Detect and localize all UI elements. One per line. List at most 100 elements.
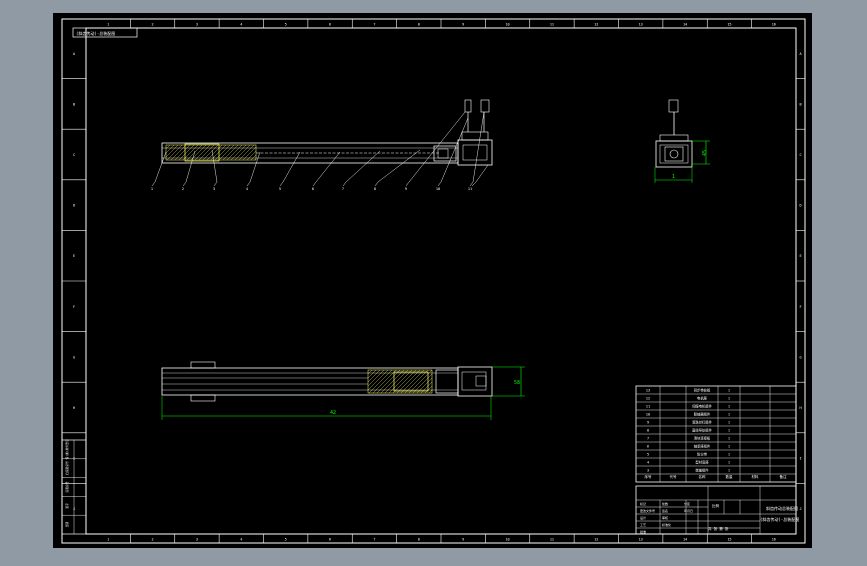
bottom-zone-mark: 12 xyxy=(594,538,598,542)
bottom-zone-mark: 2 xyxy=(152,538,154,542)
top-zone-mark: 12 xyxy=(594,23,598,27)
hatch-line xyxy=(372,369,397,394)
title-approval-label: 批准 xyxy=(640,529,646,534)
left-strip-label: 签字 xyxy=(65,503,69,509)
bottom-zone-mark: 13 xyxy=(639,538,643,542)
balloon-label: 8 xyxy=(374,187,376,191)
corner-tag-box xyxy=(72,27,138,38)
right-zone-mark: B xyxy=(799,102,801,106)
hatch-line xyxy=(194,144,211,161)
balloon-label: 7 xyxy=(342,187,344,191)
hatch-line xyxy=(254,158,257,161)
hatch-line xyxy=(428,389,433,394)
right-zone-mark: F xyxy=(799,305,801,309)
balloon-label: 6 xyxy=(312,187,314,191)
hatch-line xyxy=(165,144,179,158)
left-zone-mark: H xyxy=(73,406,75,410)
hatch-line xyxy=(376,369,401,394)
left-zone-mark: A xyxy=(73,52,76,56)
leader-line xyxy=(342,150,381,187)
parts-row-number: 8 xyxy=(647,429,649,433)
parts-row-name: 伺服电机组件 xyxy=(692,404,712,409)
parts-row-name: 滚珠丝杠组件 xyxy=(692,420,712,425)
hatch-line xyxy=(380,369,405,394)
left-zone-mark: G xyxy=(73,355,75,359)
title-approval-label: 审核 xyxy=(662,515,668,520)
title-sheet-label: 共 张 第 张 xyxy=(708,526,729,531)
parts-list-grid xyxy=(636,386,796,482)
top-zone-mark: 2 xyxy=(152,23,154,27)
parts-row-number: 11 xyxy=(646,405,650,409)
parts-header-cell: 序号 xyxy=(645,474,653,479)
leader-line xyxy=(246,151,261,187)
parts-header-cell: 材料 xyxy=(752,474,760,479)
hatch-line xyxy=(178,144,195,161)
top-zone-mark: 1 xyxy=(107,23,109,27)
leader-line xyxy=(211,149,218,187)
leader-line xyxy=(151,151,167,187)
top-zone-mark: 4 xyxy=(240,23,242,27)
left-strip-label: 借(通)用件登记 xyxy=(65,439,69,459)
right-zone-mark: G xyxy=(799,355,801,359)
plan-view[interactable]: 42 58 xyxy=(161,361,525,420)
parts-row-qty: 1 xyxy=(728,461,730,465)
balloon-label: 2 xyxy=(182,187,184,191)
bottom-zone-mark: 16 xyxy=(772,538,776,542)
parts-row-number: 5 xyxy=(647,453,649,457)
leader-line xyxy=(469,111,485,187)
right-zone-mark: A xyxy=(799,52,802,56)
left-zone-mark: C xyxy=(73,153,75,157)
side-view[interactable]: 1 45 xyxy=(654,99,710,183)
corner-tag-label: (斜齿传动)-总装配图 xyxy=(76,30,115,36)
hatch-line xyxy=(166,144,183,161)
hatch-line xyxy=(165,144,171,150)
front-slider-block xyxy=(184,143,220,162)
hatch-line xyxy=(367,369,389,391)
left-zone-mark: B xyxy=(73,102,75,106)
side-screw-circle xyxy=(669,149,679,159)
parts-row-qty: 1 xyxy=(728,429,730,433)
parts-header-cell: 备注 xyxy=(780,474,788,479)
parts-row-number: 6 xyxy=(647,445,649,449)
front-motor-flange xyxy=(461,131,489,141)
parts-row-number: 13 xyxy=(646,389,650,393)
hatch-line xyxy=(170,144,187,161)
parts-row-qty: 1 xyxy=(728,437,730,441)
hatch-line xyxy=(198,144,215,161)
hatch-line xyxy=(412,373,433,394)
bottom-zone-mark: 5 xyxy=(285,538,287,542)
title-scale-label: 比例 xyxy=(712,503,720,508)
sheet-background xyxy=(53,13,812,548)
title-block-grid xyxy=(636,486,796,534)
parts-row-name: 轴承座组件 xyxy=(694,444,711,449)
title-block[interactable]: 斜齿传动总装配图 (斜齿传动)-总装配图 比例 共 张 第 张 标记处数分区更改… xyxy=(635,485,799,535)
top-zone-mark: 14 xyxy=(683,23,687,27)
plan-motor-housing[interactable] xyxy=(457,366,493,397)
hatch-line xyxy=(214,144,231,161)
parts-row-number: 9 xyxy=(647,421,649,425)
title-left-label: 分区 xyxy=(684,501,690,506)
left-strip-label: 底图总号 xyxy=(65,481,69,492)
plan-slider-block xyxy=(393,371,429,392)
hatch-line xyxy=(174,144,191,161)
parts-header-cell: 数量 xyxy=(726,474,734,479)
top-zone-mark: 9 xyxy=(462,23,464,27)
hatch-line xyxy=(234,144,251,161)
top-zone-mark: 15 xyxy=(727,23,731,27)
title-approval-labels: 设计审核工艺标准化批准 xyxy=(640,515,671,534)
parts-row-qty: 1 xyxy=(728,397,730,401)
side-dim-width-text: 1 xyxy=(672,174,675,180)
bottom-zone-mark: 3 xyxy=(196,538,198,542)
parts-row-qty: 1 xyxy=(728,405,730,409)
leader-line xyxy=(312,151,341,187)
leader-line xyxy=(471,164,489,187)
plan-dim-height-text: 58 xyxy=(514,380,520,386)
hatch-line xyxy=(416,377,433,394)
